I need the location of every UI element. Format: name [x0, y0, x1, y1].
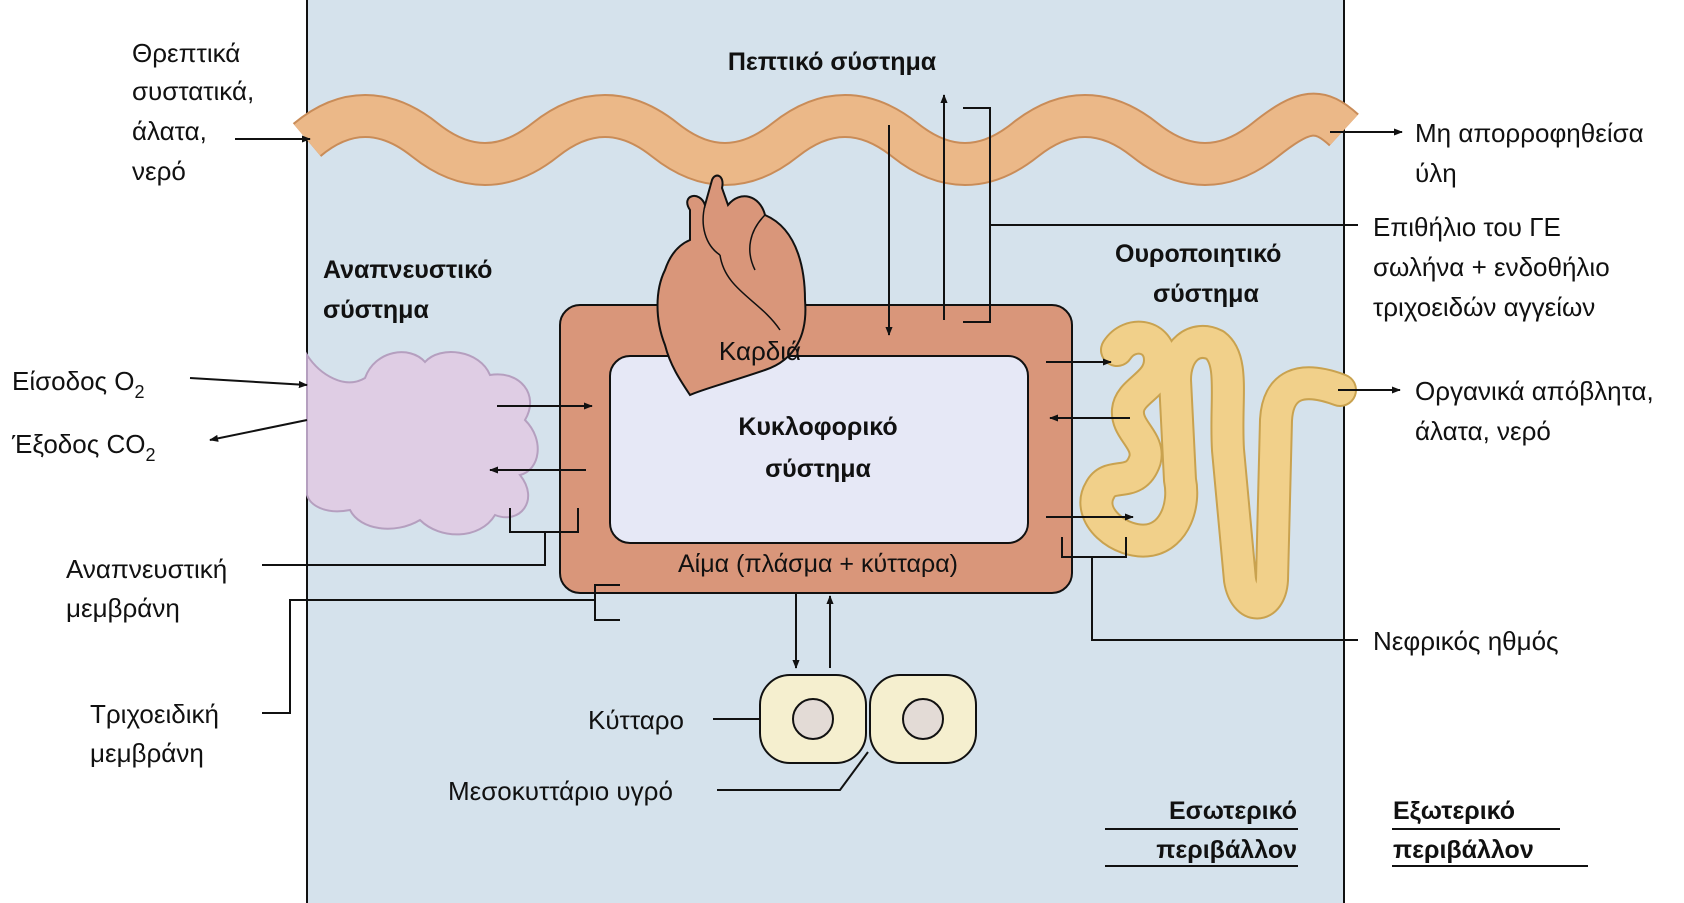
epithelium-label-2: σωλήνα + ενδοθήλιο: [1373, 252, 1610, 282]
respiratory-system-label-1: Αναπνευστικό: [323, 256, 492, 284]
o2-in-arrow: [190, 378, 307, 385]
epithelium-label-1: Επιθήλιο του ΓΕ: [1373, 212, 1561, 242]
external-env-label-2: περιβάλλον: [1393, 836, 1534, 864]
internal-env-label-1: Εσωτερικό: [1169, 797, 1297, 825]
respiratory-membrane-label-2: μεμβράνη: [66, 593, 180, 623]
o2-in-label: Είσοδος O2: [12, 366, 145, 402]
cell-label: Κύτταρο: [588, 705, 684, 735]
capillary-membrane-label-2: μεμβράνη: [90, 738, 204, 768]
cell-nucleus-right: [903, 699, 943, 739]
urinary-system-label-1: Ουροποιητικό: [1115, 240, 1281, 268]
circulatory-system-label-2: σύστημα: [765, 455, 871, 483]
co2-out-label: Έξοδος CO2: [11, 429, 156, 465]
urinary-system-label-2: σύστημα: [1153, 280, 1259, 308]
interstitial-fluid-label: Μεσοκυττάριο υγρό: [448, 776, 673, 806]
co2-out-arrow: [210, 420, 307, 440]
renal-filter-label: Νεφρικός ηθμός: [1373, 626, 1559, 656]
digestive-system-label: Πεπτικό σύστημα: [728, 48, 937, 76]
respiratory-system-label-2: σύστημα: [323, 296, 429, 324]
cell-nucleus-left: [793, 699, 833, 739]
external-env-label-1: Εξωτερικό: [1393, 797, 1515, 825]
capillary-membrane-label-1: Τριχοειδική: [90, 699, 219, 729]
nutrients-label-3: άλατα,: [132, 116, 207, 146]
nutrients-label-2: συστατικά,: [132, 76, 254, 106]
blood-label: Αίμα (πλάσμα + κύτταρα): [678, 550, 958, 578]
respiratory-membrane-label-1: Αναπνευστική: [66, 554, 227, 584]
organic-waste-label-2: άλατα, νερό: [1415, 416, 1551, 446]
organic-waste-label-1: Οργανικά απόβλητα,: [1415, 376, 1654, 406]
unabsorbed-label-2: ύλη: [1415, 158, 1457, 188]
heart-label: Καρδιά: [719, 336, 801, 366]
unabsorbed-label-1: Μη απορροφηθείσα: [1415, 118, 1644, 148]
internal-env-label-2: περιβάλλον: [1156, 836, 1297, 864]
epithelium-label-3: τριχοειδών αγγείων: [1373, 292, 1595, 322]
circulatory-system-inner: [610, 356, 1028, 543]
nutrients-label-4: νερό: [132, 156, 186, 186]
circulatory-system-label-1: Κυκλοφορικό: [738, 413, 897, 441]
nutrients-label-1: Θρεπτικά: [132, 38, 240, 68]
